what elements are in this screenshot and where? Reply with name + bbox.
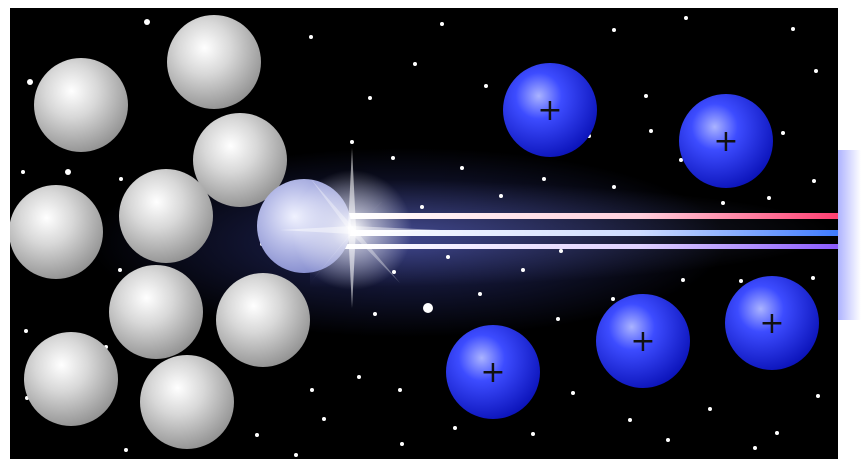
ion-charge-label: + — [713, 124, 738, 159]
beam-red — [340, 213, 838, 219]
neutral-atom — [193, 113, 287, 207]
ions: + + + + + — [446, 63, 819, 419]
neutral-atom — [24, 332, 118, 426]
neutral-atom — [216, 273, 310, 367]
ion: + — [679, 94, 773, 188]
ion-charge-label: + — [630, 324, 655, 359]
ion: + — [446, 325, 540, 419]
edge-glow — [838, 150, 861, 320]
neutral-atom — [34, 58, 128, 152]
neutral-atom — [167, 15, 261, 109]
ion: + — [725, 276, 819, 370]
laser-beams — [340, 213, 838, 249]
ion-charge-label: + — [480, 355, 505, 390]
neutral-atoms — [10, 15, 310, 449]
neutral-atom — [10, 185, 103, 279]
ion: + — [596, 294, 690, 388]
beam-blue — [340, 230, 838, 236]
ion: + — [503, 63, 597, 157]
plasma-scene: + + + + + — [10, 8, 838, 459]
scene-graphic: + + + + + — [10, 15, 838, 457]
light-flare — [280, 148, 440, 308]
neutral-atom — [109, 265, 203, 359]
neutral-atom — [119, 169, 213, 263]
ion-charge-label: + — [537, 93, 562, 128]
dust-particles — [21, 16, 820, 457]
beam-violet — [340, 244, 838, 249]
neutral-atom — [140, 355, 234, 449]
ion-charge-label: + — [759, 306, 784, 341]
